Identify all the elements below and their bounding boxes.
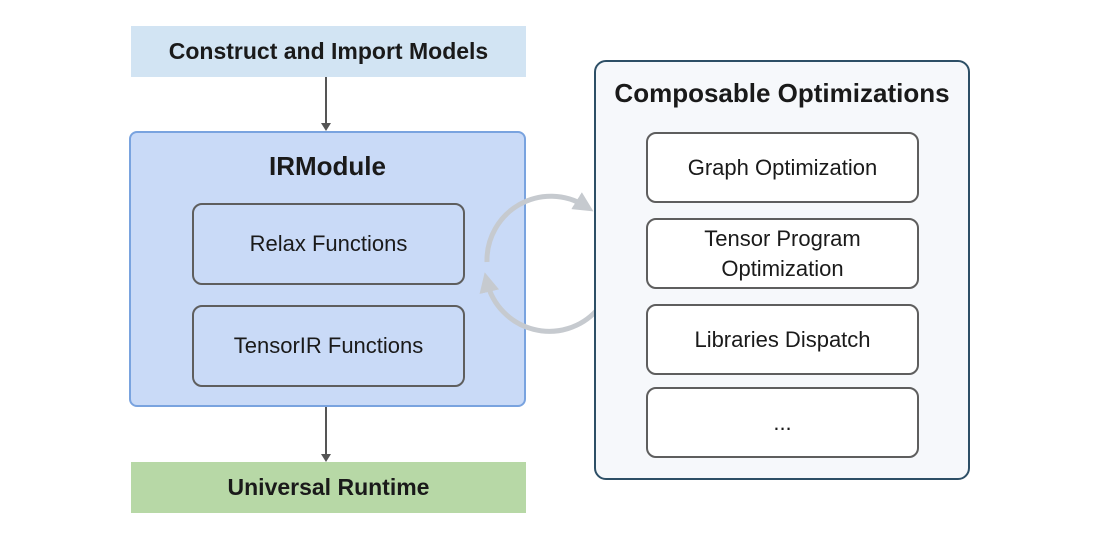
composable-optimizations-panel: Composable Optimizations Graph Optimizat… xyxy=(594,60,970,480)
tensor-program-optimization-label: Tensor Program Optimization xyxy=(704,225,861,281)
relax-functions-box: Relax Functions xyxy=(192,203,465,285)
composable-optimizations-title: Composable Optimizations xyxy=(614,78,950,108)
more-optimizations-label: ... xyxy=(773,409,792,435)
construct-import-models-label: Construct and Import Models xyxy=(168,38,489,64)
libraries-dispatch-label: Libraries Dispatch xyxy=(694,326,871,352)
cycle-arrow-upper xyxy=(484,192,594,263)
relax-functions-label: Relax Functions xyxy=(249,231,408,256)
universal-runtime-label: Universal Runtime xyxy=(227,474,430,500)
construct-import-models-box: Construct and Import Models xyxy=(131,26,526,77)
more-optimizations-box: ... xyxy=(646,387,919,458)
graph-optimization-label: Graph Optimization xyxy=(687,154,878,180)
tensorir-functions-label: TensorIR Functions xyxy=(233,333,424,358)
irmodule-box: IRModule Relax Functions TensorIR Functi… xyxy=(129,131,526,407)
universal-runtime-box: Universal Runtime xyxy=(131,462,526,513)
tensor-program-optimization-box: Tensor Program Optimization xyxy=(646,218,919,289)
graph-optimization-box: Graph Optimization xyxy=(646,132,919,203)
libraries-dispatch-box: Libraries Dispatch xyxy=(646,304,919,375)
tensorir-functions-box: TensorIR Functions xyxy=(192,305,465,387)
irmodule-title: IRModule xyxy=(269,151,386,181)
